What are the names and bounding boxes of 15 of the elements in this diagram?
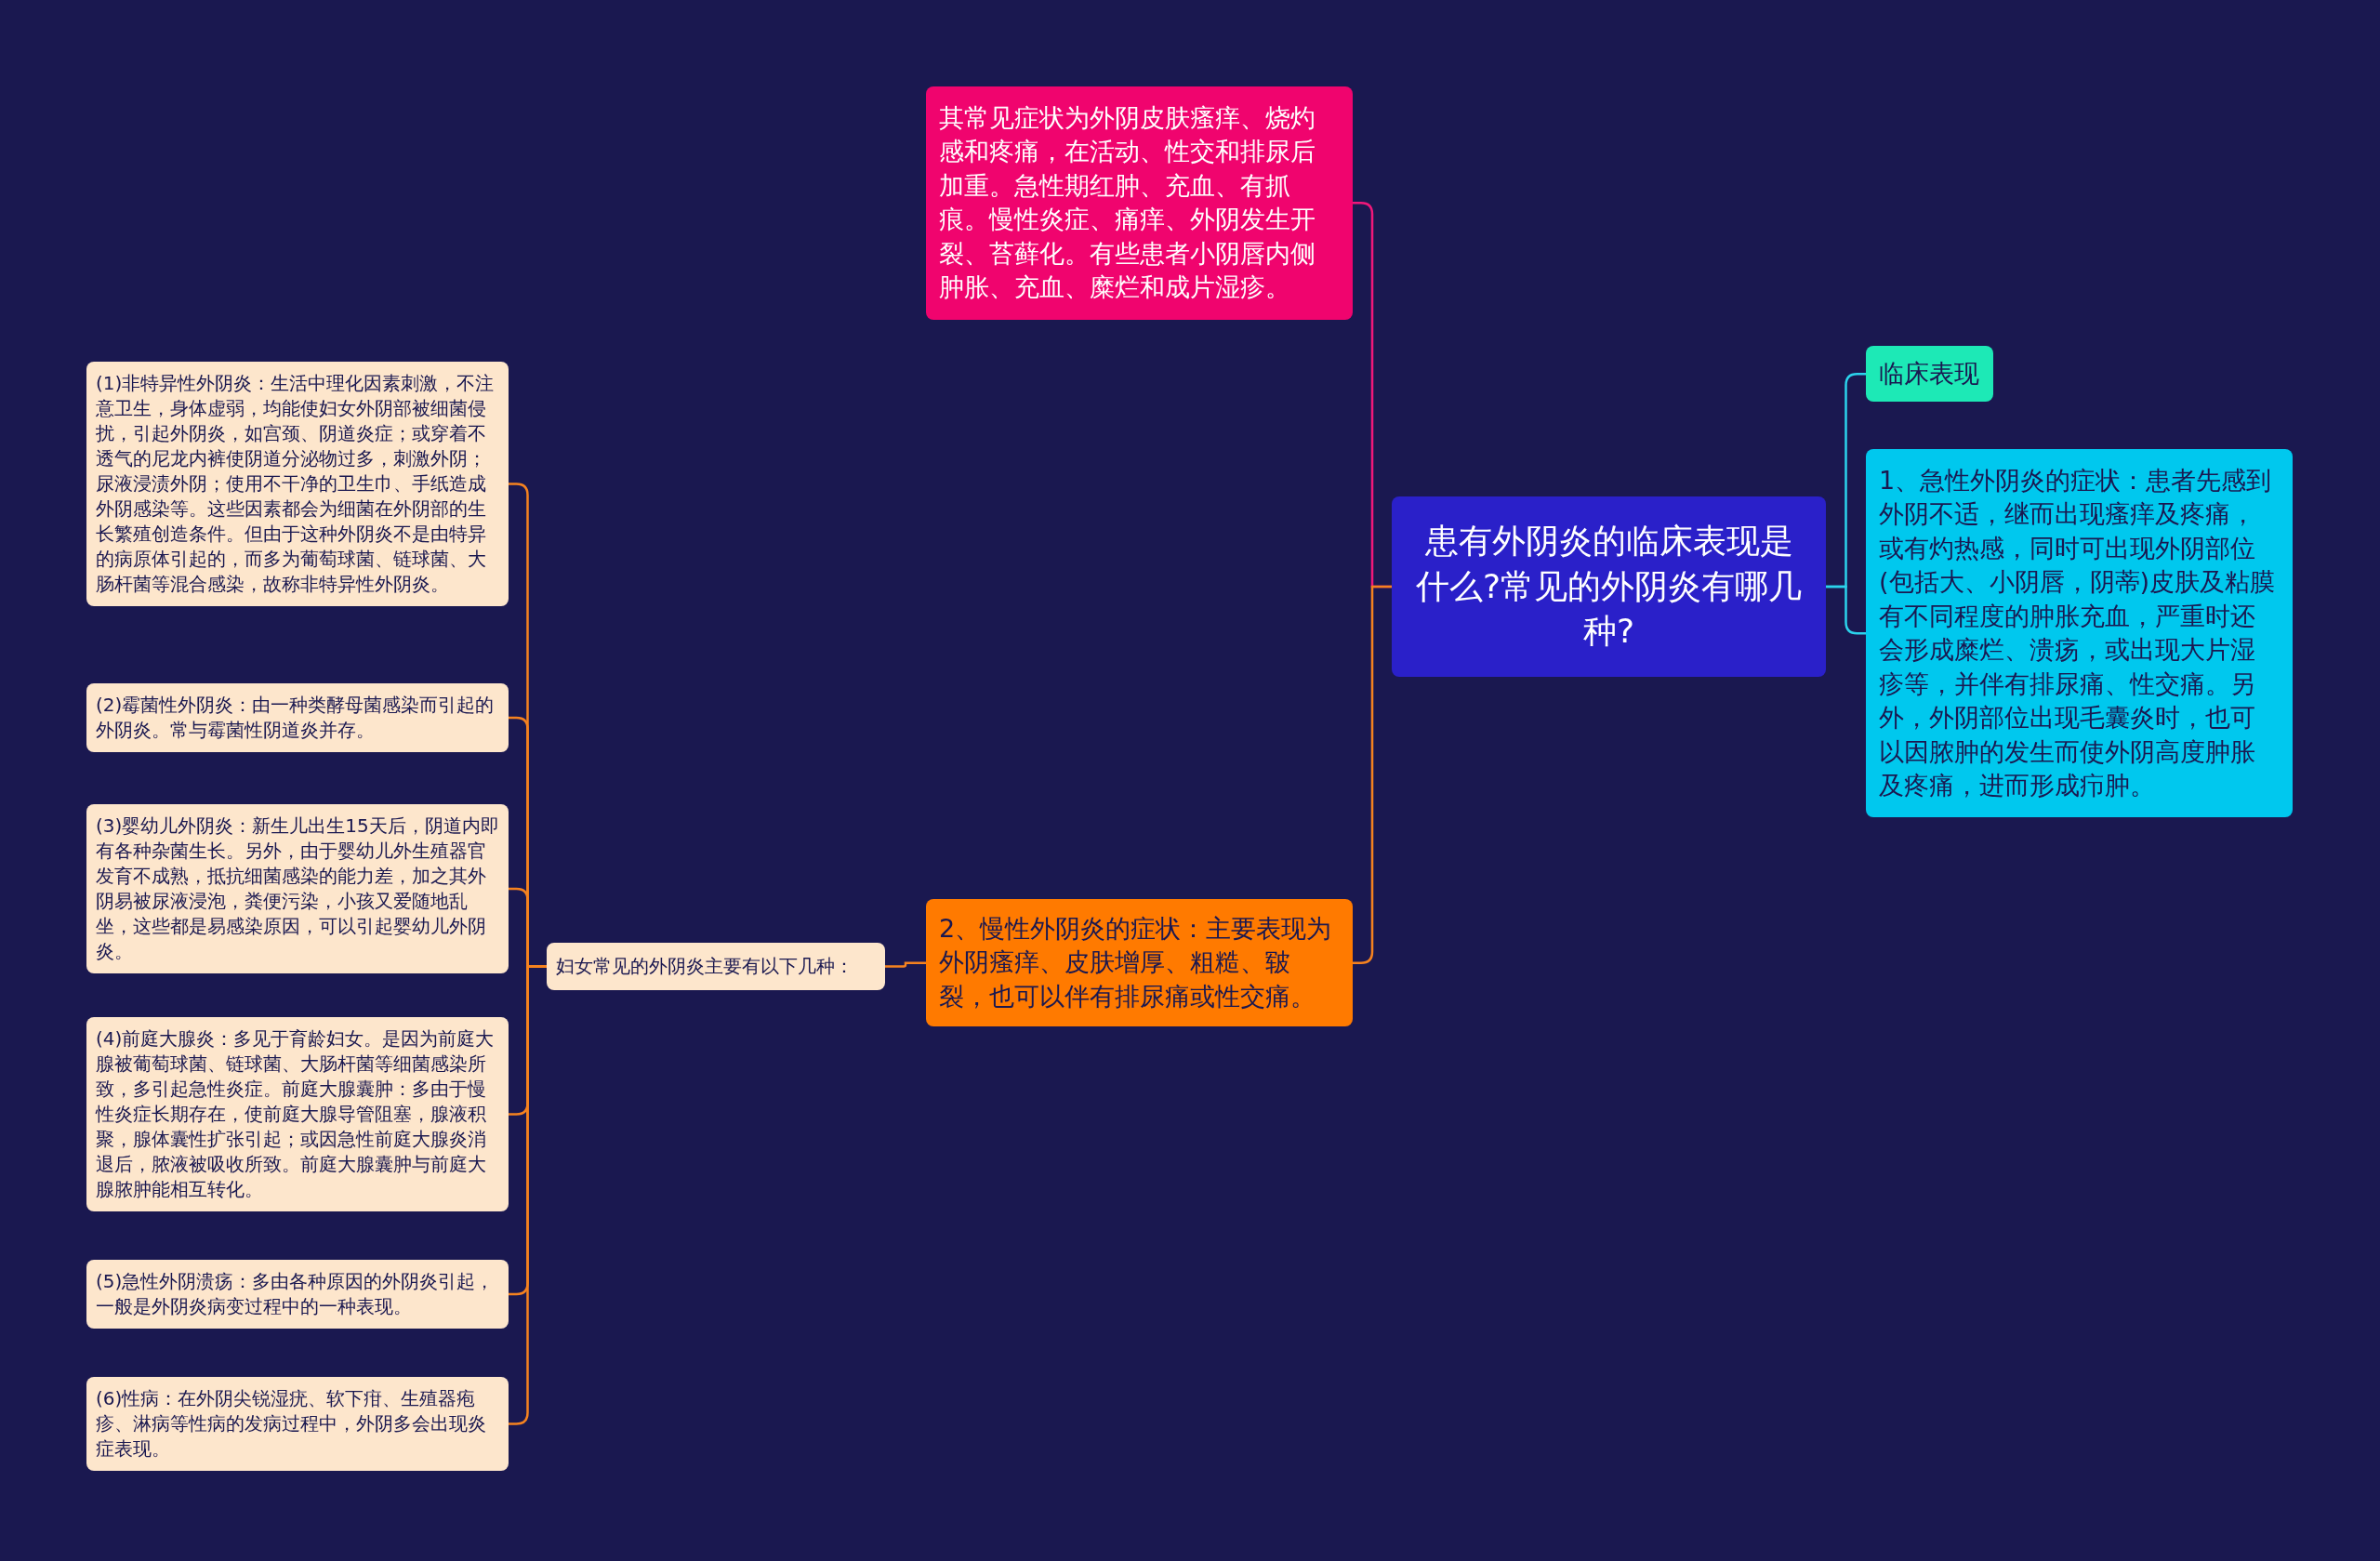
text-box: (3)婴幼儿外阴炎：新生儿出生15天后，阴道内即有各种杂菌生长。另外，由于婴幼儿外生殖器官发育不成熟，抵抗细菌感染的能力差，加之其外阴易被尿液浸泡，粪便污染，小孩又爱随地乱坐，这些都是易感染原因，可以引起婴幼儿外阴炎。	[86, 804, 509, 973]
text-box: (5)急性外阴溃疡：多由各种原因的外阴炎引起，一般是外阴炎病变过程中的一种表现。	[86, 1260, 509, 1329]
text-box: 其常见症状为外阴皮肤瘙痒、烧灼感和疼痛，在活动、性交和排尿后加重。急性期红肿、充血、有抓痕。慢性炎症、痛痒、外阴发生开裂、苔藓化。有些患者小阴唇内侧肿胀、充血、糜烂和成片湿疹。	[926, 86, 1353, 320]
text-box: (6)性病：在外阴尖锐湿疣、软下疳、生殖器疱疹、淋病等性病的发病过程中，外阴多会出现炎症表现。	[86, 1377, 509, 1471]
text-box: 1、急性外阴炎的症状：患者先感到外阴不适，继而出现瘙痒及疼痛，或有灼热感，同时可出现外阴部位(包括大、小阴唇，阴蒂)皮肤及粘膜有不同程度的肿胀充血，严重时还会形成糜烂、溃疡，或出现大片湿疹等，并伴有排尿痛、性交痛。另外，外阴部位出现毛囊炎时，也可以因脓肿的发生而使外阴高度肿胀及疼痛，进而形成疖肿。	[1866, 449, 2293, 818]
text-box: (2)霉菌性外阴炎：由一种类酵母菌感染而引起的外阴炎。常与霉菌性阴道炎并存。	[86, 683, 509, 752]
connector-line	[1826, 585, 1866, 635]
subtopic-box: 临床表现	[1866, 346, 1993, 403]
text-box: (4)前庭大腺炎：多见于育龄妇女。是因为前庭大腺被葡萄球菌、链球菌、大肠杆菌等细菌感染所致，多引起急性炎症。前庭大腺囊肿：多由于慢性炎症长期存在，使前庭大腺导管阻塞，腺液积聚，腺体囊性扩张引起；或因急性前庭大腺炎消退后，脓液被吸收所致。前庭大腺囊肿与前庭大腺脓肿能相互转化。	[86, 1017, 509, 1211]
connector-line	[885, 961, 926, 968]
text-box: (1)非特异性外阴炎：生活中理化因素刺激，不注意卫生，身体虚弱，均能使妇女外阴部被细菌侵扰，引起外阴炎，如宫颈、阴道炎症；或穿着不透气的尼龙内裤使阴道分泌物过多，刺激外阴；尿液浸渍外阴；使用不干净的卫生巾、手纸造成外阴感染等。这些因素都会为细菌在外阴部的生长繁殖创造条件。但由于这种外阴炎不是由特异的病原体引起的，而多为葡萄球菌、链球菌、大肠杆菌等混合感染，故称非特异性外阴炎。	[86, 362, 509, 606]
text-box: 妇女常见的外阴炎主要有以下几种：	[547, 943, 885, 990]
connector-line	[1353, 585, 1392, 964]
topic-box: 患有外阴炎的临床表现是什么?常见的外阴炎有哪几种?	[1392, 496, 1826, 677]
text-box: 2、慢性外阴炎的症状：主要表现为外阴瘙痒、皮肤增厚、粗糙、皲裂，也可以伴有排尿痛或性交痛。	[926, 899, 1353, 1027]
